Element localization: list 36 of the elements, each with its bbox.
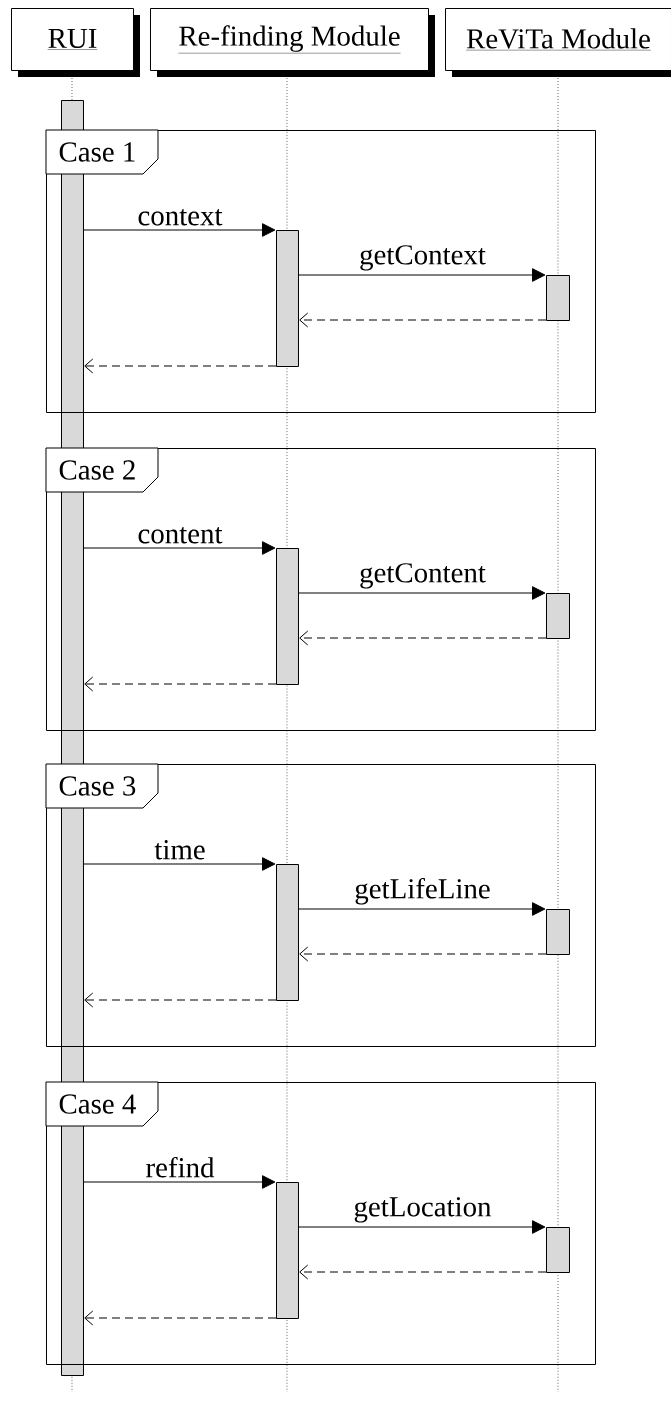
- node-label: ReViTa Module: [466, 28, 650, 49]
- message-arrow: [298, 902, 546, 916]
- message-arrow: [83, 857, 276, 871]
- object-box: RUI: [11, 8, 140, 77]
- message-arrow: [298, 586, 546, 600]
- message-arrow: [84, 992, 277, 1008]
- activation-bar: [276, 230, 299, 367]
- activation-bar: [546, 1227, 570, 1273]
- message-arrow: [299, 630, 547, 646]
- edge-label: context: [136, 207, 224, 227]
- message-arrow: [84, 676, 277, 692]
- edge-label: getLocation: [352, 1196, 493, 1224]
- message-arrow: [298, 268, 546, 282]
- message-arrow: [83, 1175, 276, 1189]
- edge-label: refind: [144, 1155, 216, 1179]
- object-box: Re-finding Module: [150, 8, 435, 77]
- edge-label: getLifeLine: [353, 876, 492, 906]
- activation-bar: [276, 1182, 299, 1319]
- activation-bar: [276, 548, 299, 685]
- edge-label: content: [136, 525, 224, 545]
- edge-label: getContent: [358, 562, 487, 590]
- edge-label: getContext: [358, 244, 487, 272]
- activation-bar: [546, 275, 570, 321]
- message-arrow: [299, 312, 547, 328]
- object-box: ReViTa Module: [445, 8, 671, 77]
- activation-bar: [276, 864, 299, 1001]
- message-arrow: [299, 1264, 547, 1280]
- activation-bar: [546, 593, 570, 639]
- activation-bar: [546, 909, 570, 955]
- message-arrow: [84, 358, 277, 374]
- message-arrow: [298, 1220, 546, 1234]
- message-arrow: [299, 946, 547, 962]
- message-arrow: [84, 1310, 277, 1326]
- edge-label: time: [153, 839, 207, 861]
- message-arrow: [83, 223, 276, 237]
- message-arrow: [83, 541, 276, 555]
